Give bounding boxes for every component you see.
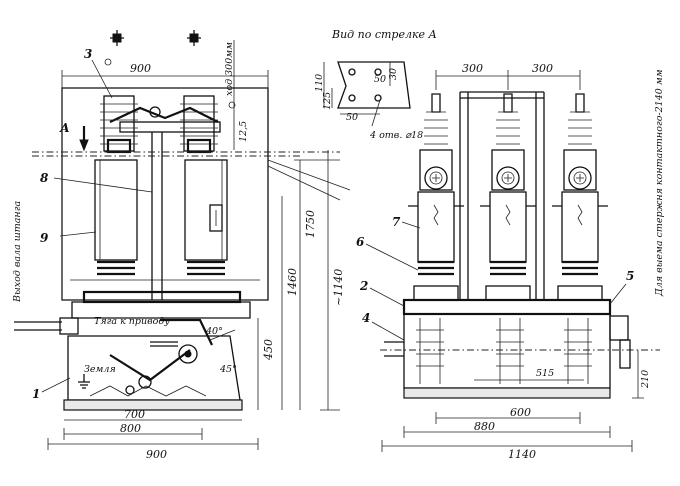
terminal-left-top (104, 30, 124, 66)
contact-arms (109, 106, 219, 123)
dim-30: 30 (388, 68, 399, 80)
dim-right-bot1: 600 (510, 406, 531, 419)
dim-50b: 50 (346, 112, 358, 123)
ground-symbol (78, 374, 90, 389)
detail-view-a (323, 61, 411, 127)
view-title: Вид по стрелке А (331, 28, 437, 41)
lower-rings (97, 260, 225, 276)
dim-1460: 1460 (286, 268, 299, 296)
dim-110: 110 (314, 74, 325, 92)
drive-rod-label: Тяга к приводу (94, 316, 170, 327)
insulator-stack-left (100, 95, 138, 154)
holes-label: 4 отв. ⌀18 (369, 130, 423, 141)
callout-8: 8 (40, 171, 49, 185)
lever-mechanism (109, 349, 191, 382)
frame-top-bar (460, 91, 544, 99)
extraction-label: Для выема стержня контактного-2140 мм (654, 69, 665, 297)
dim-450: 450 (262, 339, 275, 361)
dim-left-bot2: 900 (146, 448, 167, 461)
dim-right-bot2: 880 (474, 420, 495, 433)
frame-plate-left (61, 87, 269, 301)
tube-right (184, 159, 228, 261)
lever-pivot (178, 344, 198, 364)
callout-5: 5 (626, 269, 634, 283)
callout-2: 2 (359, 279, 368, 293)
dim-left-base: 700 (124, 408, 145, 421)
callout-1: 1 (32, 387, 40, 401)
dim-right-bot3: 1140 (508, 448, 536, 461)
base-channel (402, 298, 612, 316)
callout-7: 7 (392, 215, 401, 229)
dim-1750: 1750 (304, 210, 317, 238)
dim-left-top: 900 (130, 62, 151, 75)
frame-post-left (459, 92, 469, 300)
central-shaft (151, 132, 163, 300)
labels: Вид по стрелке А А 3 8 9 1 7 6 2 4 5 Вых… (12, 28, 665, 461)
arrow-a-label: А (59, 121, 70, 135)
dim-50a: 50 (374, 74, 386, 85)
dim-angle-45: 45° (219, 364, 237, 375)
rod-exit (14, 321, 62, 331)
dim-210: 210 (640, 370, 651, 389)
dim-right-top1: 300 (462, 62, 483, 75)
pole-1 (408, 93, 464, 301)
left-view (14, 30, 351, 450)
top-crossbar (119, 121, 221, 133)
pole-3 (552, 93, 608, 301)
bottom-plate-right (403, 387, 611, 399)
dim-125: 125 (322, 92, 333, 110)
insulator-stack-right (180, 95, 218, 154)
tube-left (94, 159, 138, 261)
dim-left-bot1: 800 (120, 422, 141, 435)
dim-right-top2: 300 (532, 62, 553, 75)
bottom-plate-left (63, 399, 243, 411)
dim-515: 515 (536, 368, 554, 379)
dim-1140: ~1140 (332, 269, 345, 306)
callout-3: 3 (84, 47, 92, 61)
right-view (365, 70, 660, 452)
callout-4: 4 (362, 311, 370, 325)
frame-post-right (535, 92, 545, 300)
stroke-label: ход 300мм (224, 42, 235, 96)
right-dimensions (381, 70, 644, 452)
callout-9: 9 (40, 231, 49, 245)
detail-plate (337, 61, 411, 109)
left-dimensions (47, 40, 340, 450)
rod-exit-label: Выход вала штанга (12, 201, 23, 303)
dim-angle-40: 40° (205, 326, 223, 337)
callout-6: 6 (356, 235, 365, 249)
drive-housing (403, 313, 611, 389)
terminal-right-top (187, 30, 236, 109)
ground-label: Земля (84, 364, 116, 375)
pole-2 (480, 93, 536, 301)
dim-12-5: 12,5 (238, 121, 249, 142)
